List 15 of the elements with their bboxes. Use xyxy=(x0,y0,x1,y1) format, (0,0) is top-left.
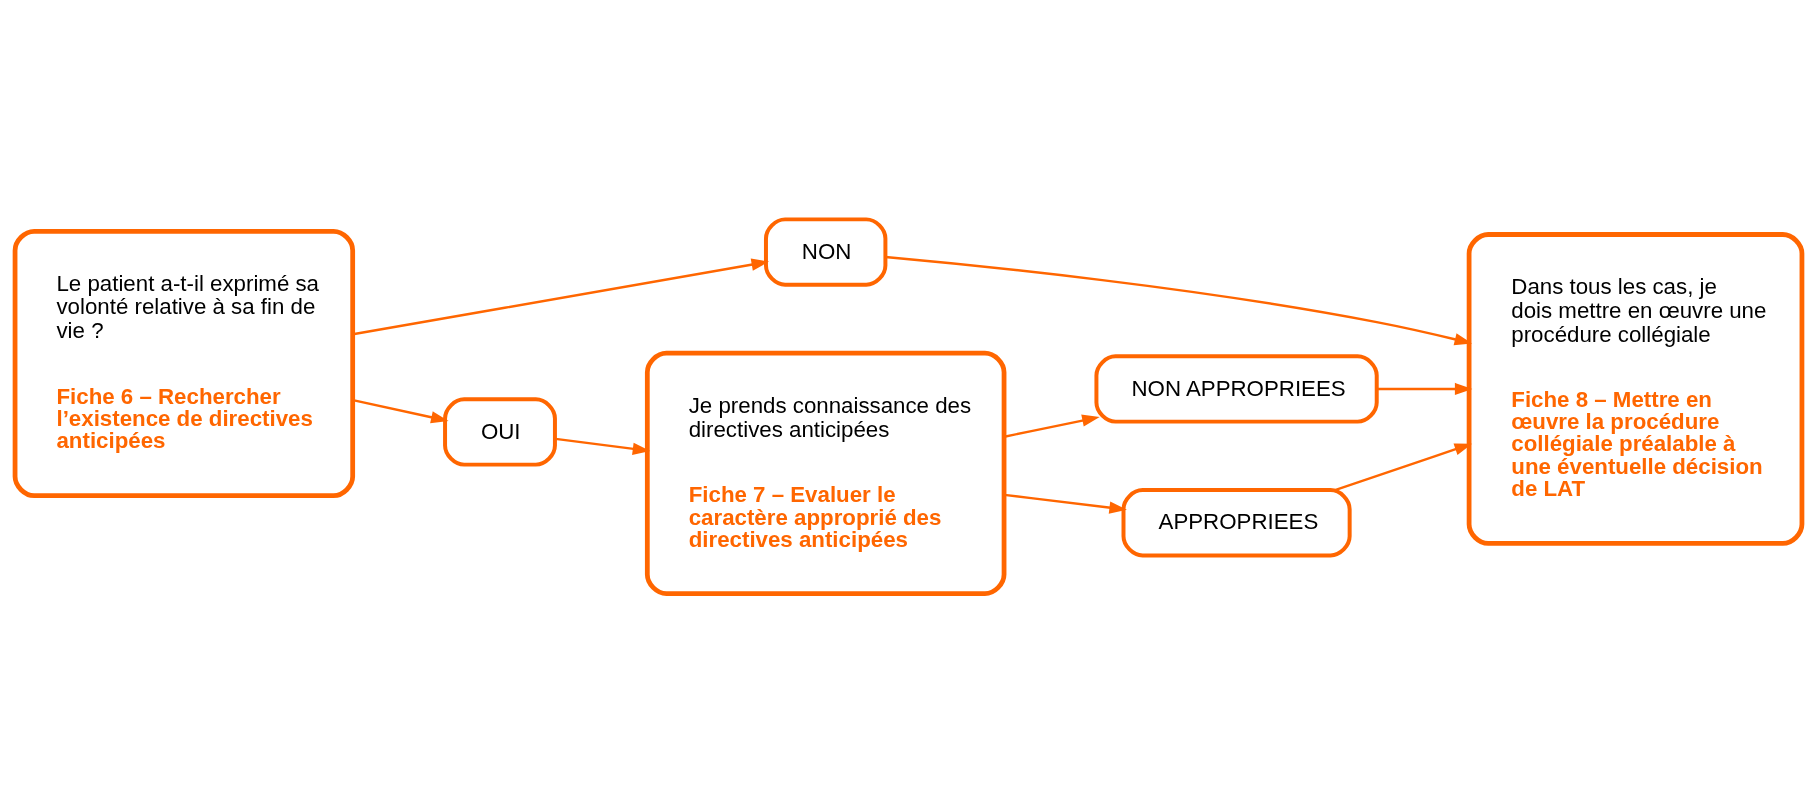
arrow xyxy=(1377,382,1473,395)
arrow xyxy=(352,398,449,423)
arrow xyxy=(1334,442,1473,491)
node-box: NON xyxy=(763,216,888,287)
node-box: Dans tous les cas, je dois mettre en œuvre une procédure collégiale Fiche 8 – Mettre en œuvre la procédure collégiale préalable à une éventuelle décision de LAT xyxy=(1466,231,1805,546)
arrow xyxy=(555,437,651,455)
arrow xyxy=(352,258,770,335)
arrow xyxy=(885,255,1473,345)
node-box: Je prends connaissance des directives anticipées Fiche 7 – Evaluer le caractère approprié des directives anticipées xyxy=(644,350,1007,596)
arrow xyxy=(1004,414,1100,438)
node-box: APPROPRIEES xyxy=(1121,487,1352,557)
node-box: OUI xyxy=(443,396,557,467)
node-box: NON APPROPRIEES xyxy=(1094,353,1379,424)
arrow xyxy=(1004,493,1127,514)
node-box: Le patient a-t-il exprimé sa volonté relative à sa fin de vie ? Fiche 6 – Rechercher l’existence de directives anticipées xyxy=(12,228,356,498)
